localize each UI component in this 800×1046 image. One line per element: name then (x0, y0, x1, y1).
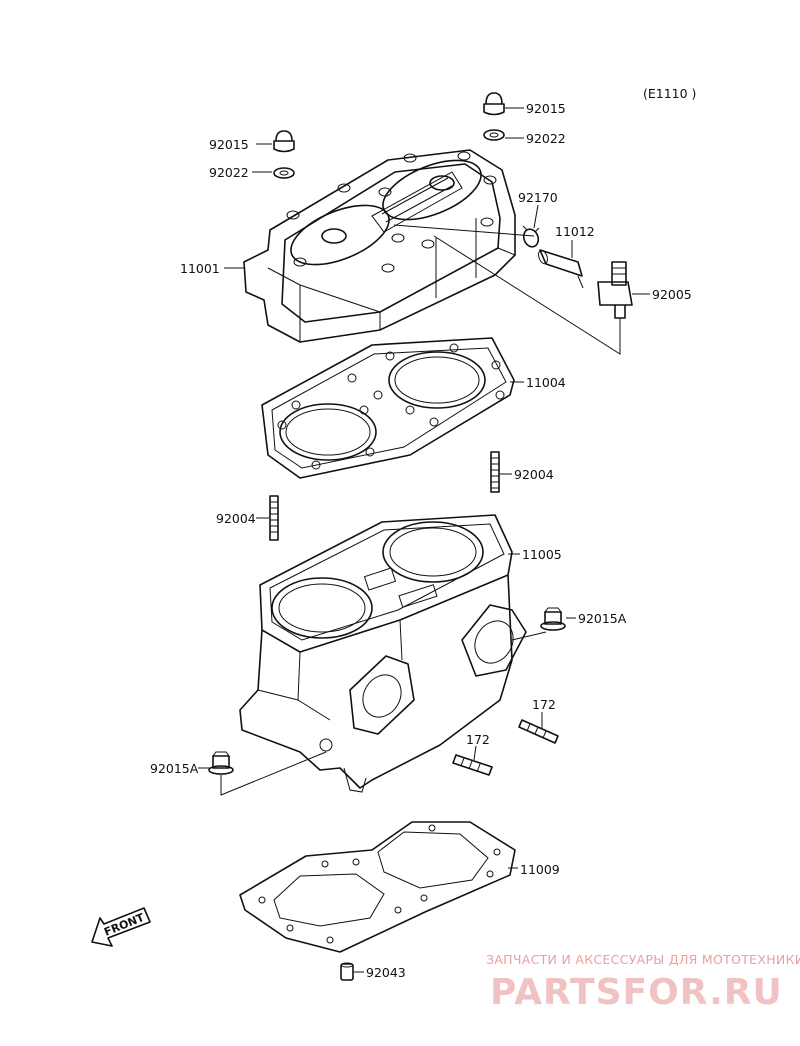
head-gasket-drawing (261, 337, 524, 479)
watermark-tagline: ЗАПЧАСТИ И АКСЕССУАРЫ ДЛЯ МОТОТЕХНИКИ (486, 952, 800, 967)
base-gasket-drawing (239, 821, 518, 953)
label-92015A-right: 92015A (578, 611, 627, 626)
stud-right-drawing (490, 451, 512, 493)
label-172-upper: 172 (532, 697, 556, 712)
cap-nut-right-drawing (483, 92, 524, 116)
stud-left-drawing (256, 495, 279, 541)
washer-left-drawing (252, 167, 295, 179)
label-92004-right: 92004 (514, 467, 554, 482)
cylinder-head-drawing (224, 149, 516, 343)
label-172-lower: 172 (466, 732, 490, 747)
dowel-pin-drawing (340, 962, 364, 981)
hose-drawing (538, 240, 584, 289)
label-92005: 92005 (652, 287, 692, 302)
routing-line-clamp (393, 224, 535, 237)
label-92015A-left: 92015A (150, 761, 199, 776)
cylinder-drawing (239, 514, 527, 793)
flange-nut-right-drawing (511, 607, 576, 641)
diagram-code: (E1110 ) (643, 86, 696, 101)
fitting-drawing (597, 261, 650, 319)
exhaust-stud-lower-drawing (452, 745, 493, 776)
label-92043: 92043 (366, 965, 406, 980)
label-92022-right: 92022 (526, 131, 566, 146)
watermark-brand: PARTSFOR.RU (490, 972, 783, 1013)
label-11009: 11009 (520, 862, 560, 877)
washer-right-drawing (483, 129, 524, 141)
cap-nut-left-drawing (256, 130, 295, 153)
label-11012: 11012 (555, 224, 595, 239)
label-11004: 11004 (526, 375, 566, 390)
exhaust-stud-upper-drawing (518, 712, 559, 744)
flange-nut-left-drawing (198, 751, 327, 796)
label-11001: 11001 (180, 261, 220, 276)
label-92015-right: 92015 (526, 101, 566, 116)
label-92170: 92170 (518, 190, 558, 205)
label-92015-left: 92015 (209, 137, 249, 152)
label-11005: 11005 (522, 547, 562, 562)
clamp-drawing (522, 204, 540, 248)
label-92004-left: 92004 (216, 511, 256, 526)
routing-line-fitting (433, 235, 621, 355)
label-92022-left: 92022 (209, 165, 249, 180)
front-direction-arrow: FRONT (91, 907, 151, 947)
